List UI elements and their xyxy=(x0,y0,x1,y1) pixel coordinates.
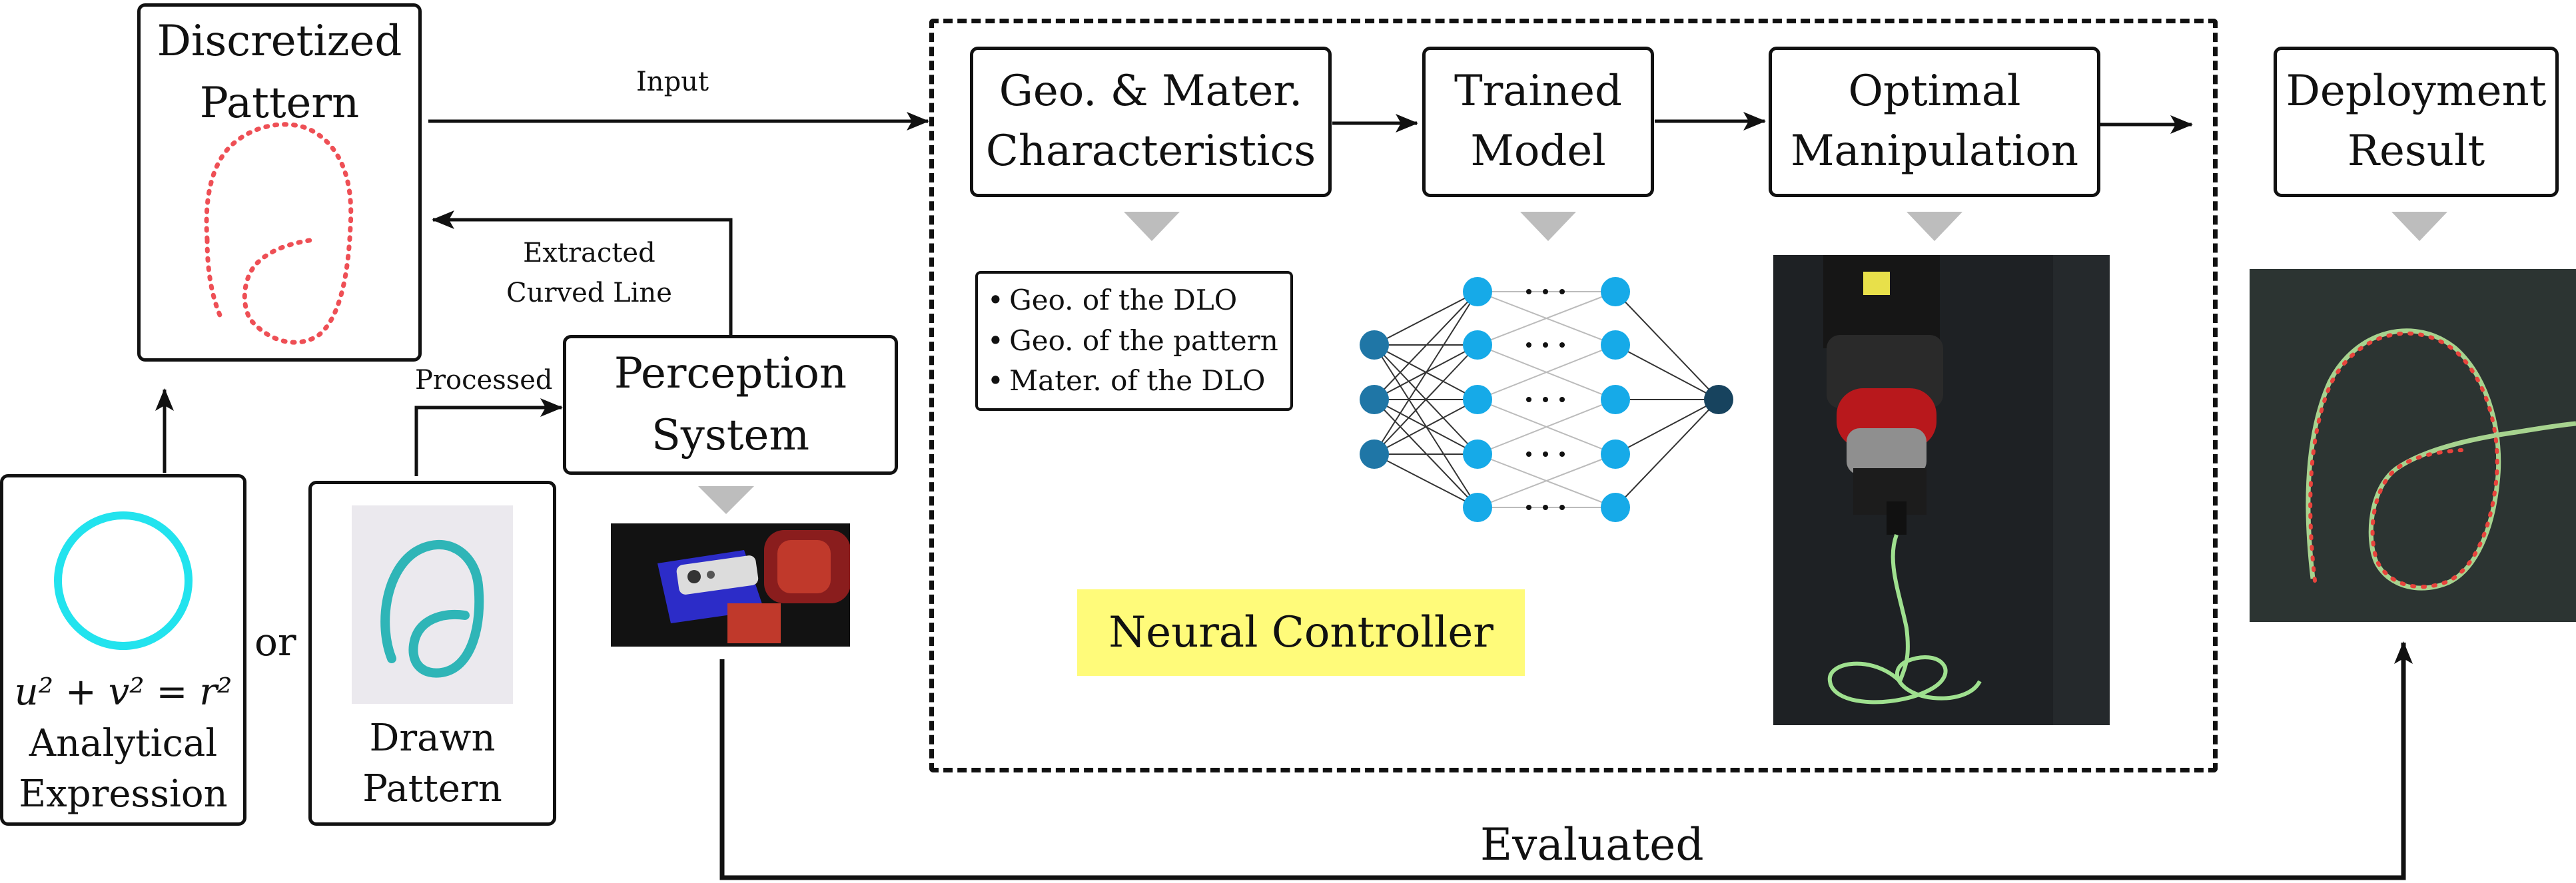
discretized-pattern-box: Discretized Pattern xyxy=(137,3,422,362)
discretized-pattern-title: Discretized Pattern xyxy=(157,17,402,128)
arrow-extracted xyxy=(432,210,733,336)
optimal-manipulation-box: Optimal Manipulation xyxy=(1769,47,2100,197)
neural-network-icon xyxy=(1360,277,1733,522)
trained-model-title: Trained Model xyxy=(1454,67,1622,176)
triangle-marker-icon xyxy=(2391,212,2447,241)
triangle-marker-icon xyxy=(698,486,754,514)
analytical-expression-label: Analytical Expression xyxy=(19,722,228,816)
deployment-result-title: Deployment Result xyxy=(2286,67,2547,176)
drawn-pattern-photo xyxy=(352,505,513,704)
neural-controller-label: Neural Controller xyxy=(1077,589,1525,676)
perception-system-box: Perception System xyxy=(563,335,898,475)
deployment-result-box: Deployment Result xyxy=(2274,47,2559,197)
triangle-marker-icon xyxy=(1124,212,1180,241)
extracted-curved-line-label: Extracted Curved Line xyxy=(506,238,672,308)
evaluated-label: Evaluated xyxy=(1480,819,1704,870)
optimal-manipulation-title: Optimal Manipulation xyxy=(1790,67,2079,176)
drawn-pattern-box: Drawn Pattern xyxy=(308,481,556,826)
neural-controller-region xyxy=(929,19,2218,772)
drawn-pattern-label: Drawn Pattern xyxy=(362,717,502,810)
trained-model-box: Trained Model xyxy=(1422,47,1654,197)
geo-mater-characteristics-box: Geo. & Mater. Characteristics xyxy=(970,47,1332,197)
circle-icon xyxy=(54,511,193,650)
geo-mater-characteristics-title: Geo. & Mater. Characteristics xyxy=(985,67,1316,176)
analytical-equation: u² + v² = r² xyxy=(14,671,232,714)
arrow-processed xyxy=(414,398,563,476)
deployment-result-photo xyxy=(2250,269,2576,622)
or-label: or xyxy=(254,619,296,665)
analytical-expression-box: u² + v² = r² Analytical Expression xyxy=(0,474,246,826)
input-label: Input xyxy=(636,67,709,97)
processed-label: Processed xyxy=(415,365,553,396)
arrow-evaluated xyxy=(719,641,2413,880)
characteristic-item: • Mater. of the DLO xyxy=(987,364,1266,398)
robot-camera-photo xyxy=(611,523,850,647)
robot-arm-photo xyxy=(1773,255,2110,725)
triangle-marker-icon xyxy=(1907,212,1962,241)
characteristic-item: • Geo. of the DLO xyxy=(987,283,1238,316)
characteristics-list-box: • Geo. of the DLO • Geo. of the pattern … xyxy=(975,271,1293,411)
characteristic-item: • Geo. of the pattern xyxy=(987,324,1278,357)
perception-system-title: Perception System xyxy=(614,349,847,460)
dotted-pattern-icon xyxy=(204,122,354,345)
triangle-marker-icon xyxy=(1520,212,1576,241)
